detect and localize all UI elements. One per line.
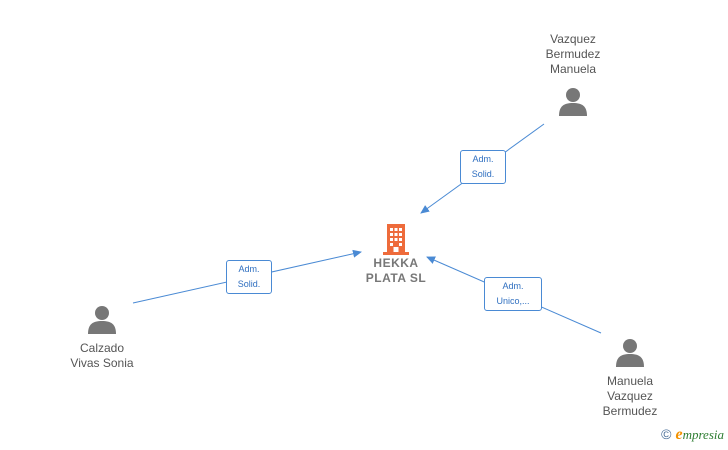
person-name-line: Vazquez [550, 32, 596, 46]
person-name-line: Vivas Sonia [70, 356, 134, 370]
person-icon [616, 339, 644, 367]
relation-label-calzado[interactable]: Adm. Solid. [226, 260, 272, 294]
company-node[interactable]: HEKKA PLATA SL [354, 222, 438, 286]
person-icon [88, 306, 116, 334]
person-name-line: Vazquez [607, 389, 653, 403]
relation-line: Adm. [502, 281, 524, 291]
person-name-line: Manuela [606, 374, 654, 388]
copyright-icon: © [661, 426, 672, 442]
relation-line: Unico,... [496, 296, 530, 306]
person-name-line: Manuela [549, 62, 597, 76]
brand-watermark: ©empresia [661, 426, 724, 444]
relation-line: Solid. [237, 279, 261, 289]
relation-label-manuela[interactable]: Adm. Unico,... [484, 277, 542, 311]
person-node-manuela-vazquez-bermudez[interactable]: Manuela Vazquez Bermudez [580, 338, 680, 419]
person-name-line: Bermudez [545, 47, 601, 61]
relation-line: Solid. [471, 169, 495, 179]
person-name-line: Bermudez [602, 404, 658, 418]
person-name-line: Calzado [79, 341, 125, 355]
company-name-line2: PLATA SL [365, 271, 427, 285]
brand-logo-e: e [675, 426, 683, 443]
brand-logo-text: mpresia [682, 427, 724, 442]
building-icon [383, 224, 409, 255]
relation-line: Adm. [472, 154, 494, 164]
relation-line: Adm. [238, 264, 260, 274]
person-icon [559, 88, 587, 116]
company-name-line1: HEKKA [373, 256, 419, 270]
person-node-vazquez-bermudez-manuela[interactable]: Vazquez Bermudez Manuela [523, 32, 623, 117]
relation-label-vazquez[interactable]: Adm. Solid. [460, 150, 506, 184]
person-node-calzado-vivas-sonia[interactable]: Calzado Vivas Sonia [52, 305, 152, 371]
